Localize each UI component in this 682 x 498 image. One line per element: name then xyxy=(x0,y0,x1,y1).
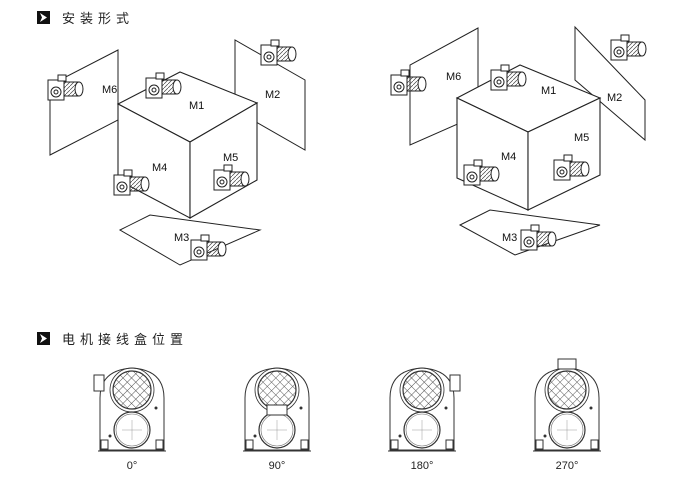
label-m3: M3 xyxy=(174,232,189,244)
label-m5: M5 xyxy=(223,152,238,164)
plane-m2 xyxy=(574,25,646,142)
section-title-text: 电机接线盒位置 xyxy=(62,333,189,348)
label-m4: M4 xyxy=(501,151,516,163)
label-m6: M6 xyxy=(446,71,461,83)
plane-m3 xyxy=(458,209,601,256)
gearmotor-m3 xyxy=(190,234,227,261)
label-m5: M5 xyxy=(574,132,589,144)
plane-m3 xyxy=(118,214,262,266)
terminal-box xyxy=(93,374,105,392)
cube-right-face xyxy=(527,97,601,211)
label-m1: M1 xyxy=(189,100,204,112)
gearmotor-m6 xyxy=(390,69,427,96)
label-m3: M3 xyxy=(502,232,517,244)
gearmotor-m3 xyxy=(520,224,557,251)
label-m2: M2 xyxy=(265,89,280,101)
terminal-box xyxy=(449,374,461,392)
plane-m2 xyxy=(234,39,306,151)
mounting-diagram-left: M1 M2 M3 M4 M5 M6 xyxy=(47,39,306,266)
fan-cover xyxy=(257,370,297,410)
triangle-arrow-icon xyxy=(37,332,50,345)
terminal-box xyxy=(266,404,288,416)
terminal-box xyxy=(557,358,577,370)
label-m1: M1 xyxy=(541,85,556,97)
terminal-box-diagram xyxy=(533,358,601,452)
fan-cover xyxy=(402,370,442,410)
terminal-box-diagram xyxy=(388,367,461,452)
section-title-text: 安装形式 xyxy=(62,12,135,27)
label-m6: M6 xyxy=(102,84,117,96)
terminal-box-diagram xyxy=(243,367,311,452)
gearmotor-m2 xyxy=(260,39,297,66)
fan-cover xyxy=(112,370,152,410)
angle-label-90: 90° xyxy=(268,460,286,472)
fan-cover xyxy=(547,370,587,410)
cube-right-face xyxy=(189,102,258,219)
mounting-diagram-right: M1 M2 M3 M4 M5 M6 xyxy=(390,25,647,256)
gearmotor-m6 xyxy=(47,74,84,101)
section-title-terminal-box: 电机接线盒位置 xyxy=(37,329,188,348)
angle-label-0: 0° xyxy=(126,460,138,472)
label-m2: M2 xyxy=(607,92,622,104)
section-title-mounting: 安装形式 xyxy=(37,8,134,27)
triangle-arrow-icon xyxy=(37,11,50,24)
label-m4: M4 xyxy=(152,162,167,174)
gearmotor-m2 xyxy=(610,34,647,61)
angle-label-180: 180° xyxy=(410,460,434,472)
plane-m6 xyxy=(49,49,119,156)
angle-label-270: 270° xyxy=(555,460,579,472)
terminal-box-diagram xyxy=(93,367,166,452)
